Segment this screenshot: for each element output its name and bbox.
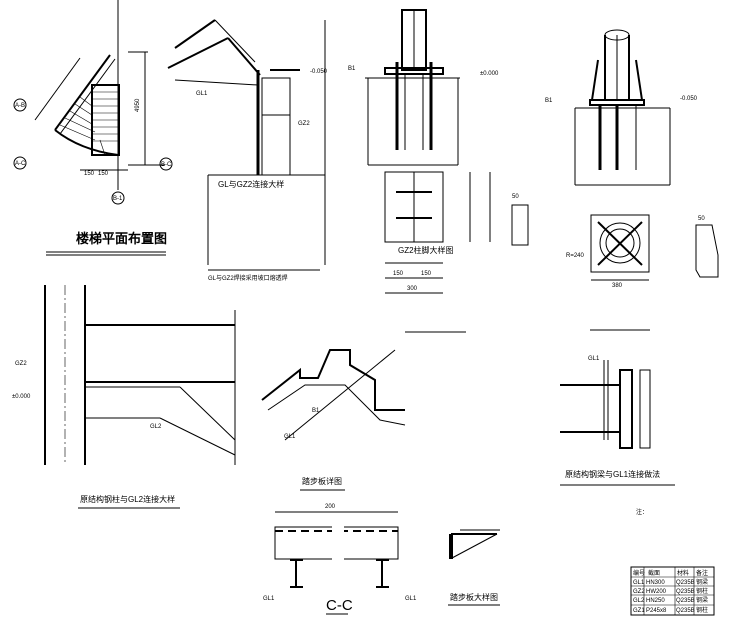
b1-label: B1 [348, 66, 356, 72]
table-cell: Q235B [676, 608, 695, 614]
gz2-label: GZ2 [298, 121, 310, 127]
table-cell: HN250 [646, 598, 665, 604]
gl1-label: GL1 [196, 91, 208, 97]
radius-label: R=240 [566, 253, 585, 259]
gl1-label: GL1 [263, 596, 275, 602]
gz2-base-view: B1 ±0.000 GZ2柱脚大样图 150 150 300 50 [348, 9, 529, 333]
axis-bubble [13, 156, 27, 170]
axis-bubble [13, 98, 27, 112]
tread-large-detail-view: 踏步板大样图 [448, 529, 500, 606]
table-cell: HN300 [646, 580, 665, 586]
b1-label: B1 [545, 98, 553, 104]
column-gl2-connection-view: GZ2 ±0.000 GL2 原结构钢柱与GL2连接大样 [12, 285, 236, 509]
title-gz2-base: GZ2柱脚大样图 [398, 245, 454, 255]
title-col-gl2: 原结构钢柱与GL2连接大样 [80, 494, 175, 504]
dim-label: 150 [84, 171, 95, 177]
title-gl-gz2: GL与GZ2连接大样 [218, 179, 284, 189]
elevation-label: ±0.000 [480, 71, 499, 77]
title-tread-detail: 踏步板详图 [302, 476, 342, 486]
table-cell: 钢梁 [696, 596, 708, 604]
gl1-label: GL1 [284, 434, 296, 440]
gl1-label: GL1 [405, 596, 417, 602]
gl1-label: GL1 [588, 356, 600, 362]
table-cell: Q235B [676, 580, 695, 586]
table-cell: GZ2 [633, 589, 645, 595]
column-label: GZ2 [15, 361, 27, 367]
axis-bubble [111, 191, 125, 205]
dim-label: 150 [421, 271, 432, 277]
table-header: 材料 [677, 569, 689, 577]
title-stair-plan: 楼梯平面布置图 [76, 231, 167, 247]
table-cell: 钢柱 [696, 587, 708, 595]
section-cc-view: 200 GL1 GL1 C-C [263, 504, 417, 615]
table-header: 备注 [696, 569, 708, 577]
axis-label: B-1 [113, 196, 123, 202]
gl2-label: GL2 [150, 424, 162, 430]
tread-detail-view: B1 GL1 踏步板详图 [261, 349, 406, 491]
table-cell: GL1 [633, 580, 645, 586]
title-section-cc: C-C [326, 597, 353, 614]
table-cell: HW200 [646, 589, 667, 595]
axis-label: B-C [161, 162, 172, 168]
stair-plan-view: 4950 150 150 A-B A-C B-C B-1 楼梯平面布置图 [13, 0, 173, 256]
dim-label: 300 [407, 286, 418, 292]
note-gl-gz2: GL与GZ2焊接采用坡口熔透焊 [208, 274, 288, 282]
elevation-label: ±0.000 [12, 394, 31, 400]
table-header-row: 编号 截面 材料 备注 [633, 569, 708, 577]
table-row: GL1 HN300 Q235B 钢梁 [633, 578, 708, 586]
table-cell: 钢梁 [696, 578, 708, 586]
dim-label: 200 [325, 504, 336, 510]
elevation-label: -0.050 [680, 96, 698, 102]
table-header: 截面 [648, 569, 660, 577]
round-column-base-view: B1 -0.050 R=240 380 50 [545, 29, 719, 331]
axis-bubble [159, 157, 173, 171]
table-row: GZ1 P245x8 Q235B 钢柱 [633, 606, 708, 614]
dim-label: 50 [512, 194, 519, 200]
dim-label: 380 [612, 283, 623, 289]
table-row: GZ2 HW200 Q235B 钢柱 [633, 587, 708, 595]
dim-total-height: 4950 [135, 98, 141, 112]
dim-label: 150 [393, 271, 404, 277]
title-tread-large: 踏步板大样图 [450, 592, 498, 602]
dim-label: 50 [698, 216, 705, 222]
elevation-label: -0.050 [310, 69, 328, 75]
gl-gz2-connection-view: -0.050 GL1 GZ2 GL与GZ2连接大样 GL与GZ2焊接采用坡口熔透… [167, 19, 328, 282]
b1-label: B1 [312, 408, 320, 414]
axis-label: A-C [15, 161, 26, 167]
table-cell: GL2 [633, 598, 645, 604]
material-table: 编号 截面 材料 备注 GL1 HN300 Q235B 钢梁 GZ2 HW200… [630, 566, 715, 616]
notes-heading: 注： [636, 508, 648, 516]
table-cell: GZ1 [633, 608, 645, 614]
table-cell: 钢柱 [696, 606, 708, 614]
table-row: GL2 HN250 Q235B 钢梁 [633, 596, 708, 604]
dim-label: 150 [98, 171, 109, 177]
axis-label: A-B [15, 103, 25, 109]
beam-gl1-connection-view: GL1 原结构钢梁与GL1连接做法 注： [560, 356, 675, 516]
table-cell: P245x8 [646, 608, 667, 614]
table-cell: Q235B [676, 589, 695, 595]
table-header: 编号 [633, 569, 645, 577]
title-beam-gl1: 原结构钢梁与GL1连接做法 [565, 469, 660, 479]
table-cell: Q235B [676, 598, 695, 604]
